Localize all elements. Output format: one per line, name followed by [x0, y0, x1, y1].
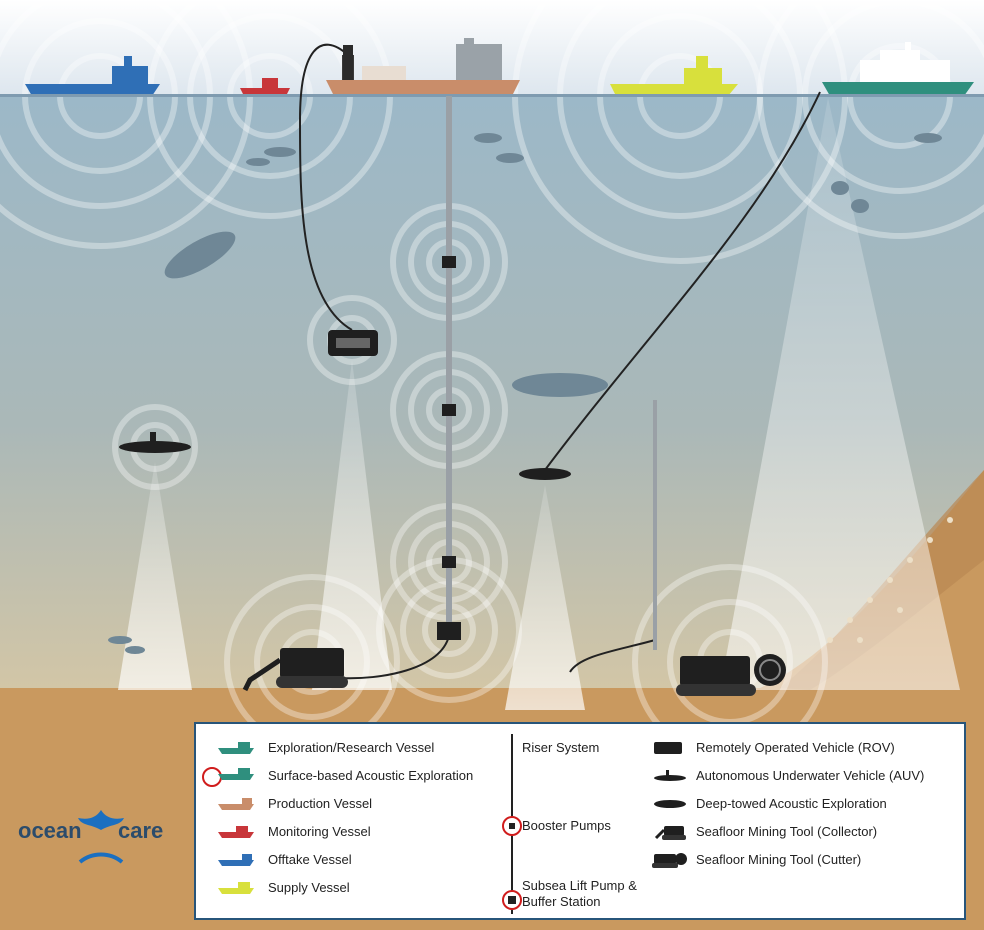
seafloor-slope: [780, 470, 984, 690]
legend-label: Subsea Lift Pump & Buffer Station: [522, 878, 637, 909]
ship-icon: [218, 854, 254, 866]
offtake-vessel: [25, 56, 160, 96]
logo-word-left: ocean: [18, 818, 82, 843]
legend-label: Seafloor Mining Tool (Cutter): [696, 852, 862, 867]
legend-label: Seafloor Mining Tool (Collector): [696, 824, 878, 839]
riser-icon: [502, 734, 522, 914]
collector-icon: [654, 826, 686, 840]
legend-label: Booster Pumps: [522, 818, 611, 833]
ship-icon: [218, 882, 254, 894]
rov: [328, 330, 378, 356]
legend-item-supply-vessel: Supply Vessel: [216, 878, 506, 898]
ship-icon: [218, 742, 254, 754]
sea-surface: [0, 94, 984, 97]
rov-icon: [654, 742, 682, 754]
riser-system: [437, 96, 461, 640]
legend-item-riser-system: Riser System: [522, 738, 642, 758]
legend-item-offtake-vessel: Offtake Vessel: [216, 850, 506, 870]
legend-item-surface-acoustic: Surface-based Acoustic Exploration: [202, 766, 506, 787]
sensor-mast: [653, 400, 657, 650]
legend-label: Autonomous Underwater Vehicle (AUV): [696, 768, 925, 783]
acoustic-ship-icon: [202, 767, 254, 787]
legend-item-production-vessel: Production Vessel: [216, 794, 506, 814]
ship-icon: [218, 826, 254, 838]
cables: [298, 43, 821, 680]
auv: [119, 432, 191, 453]
coral-field: [827, 517, 953, 643]
legend-item-lift-pump: Subsea Lift Pump & Buffer Station: [522, 878, 652, 912]
legend-label: Supply Vessel: [268, 880, 350, 895]
seafloor-collector: [242, 648, 348, 692]
whale-tail-icon: [78, 810, 124, 864]
legend-item-rov: Remotely Operated Vehicle (ROV): [652, 738, 952, 758]
legend-label: Remotely Operated Vehicle (ROV): [696, 740, 895, 755]
legend-item-collector: Seafloor Mining Tool (Collector): [652, 822, 952, 842]
legend-label: Riser System: [522, 740, 600, 755]
legend-item-towfish: Deep-towed Acoustic Exploration: [652, 794, 952, 814]
seafloor-cutter: [676, 654, 786, 696]
auv-icon: [654, 770, 686, 781]
legend-label: Production Vessel: [268, 796, 373, 811]
towfish-icon: [654, 800, 686, 808]
logo-word-right: care: [118, 818, 164, 843]
legend-item-auv: Autonomous Underwater Vehicle (AUV): [652, 766, 952, 786]
exploration-vessel: [822, 42, 974, 96]
marine-life: [108, 133, 942, 654]
legend-label: Offtake Vessel: [268, 852, 352, 867]
ship-icon: [218, 798, 254, 810]
deep-towed-sonar: [519, 468, 571, 480]
legend-item-monitoring-vessel: Monitoring Vessel: [216, 822, 506, 842]
legend-item-cutter: Seafloor Mining Tool (Cutter): [652, 850, 952, 870]
legend-item-exploration-vessel: Exploration/Research Vessel: [216, 738, 506, 758]
sonar-beams: [118, 98, 960, 710]
supply-vessel: [610, 56, 738, 96]
cutter-icon: [652, 853, 687, 868]
legend-label: Exploration/Research Vessel: [268, 740, 435, 755]
legend-label: Monitoring Vessel: [268, 824, 371, 839]
legend-label: Surface-based Acoustic Exploration: [268, 768, 474, 783]
oceancare-logo: ocean care: [14, 800, 184, 864]
legend-label: Deep-towed Acoustic Exploration: [696, 796, 887, 811]
legend-item-booster-pumps: Booster Pumps: [522, 816, 642, 836]
legend: Exploration/Research Vessel Surface-base…: [194, 722, 966, 920]
crane: [343, 45, 353, 80]
